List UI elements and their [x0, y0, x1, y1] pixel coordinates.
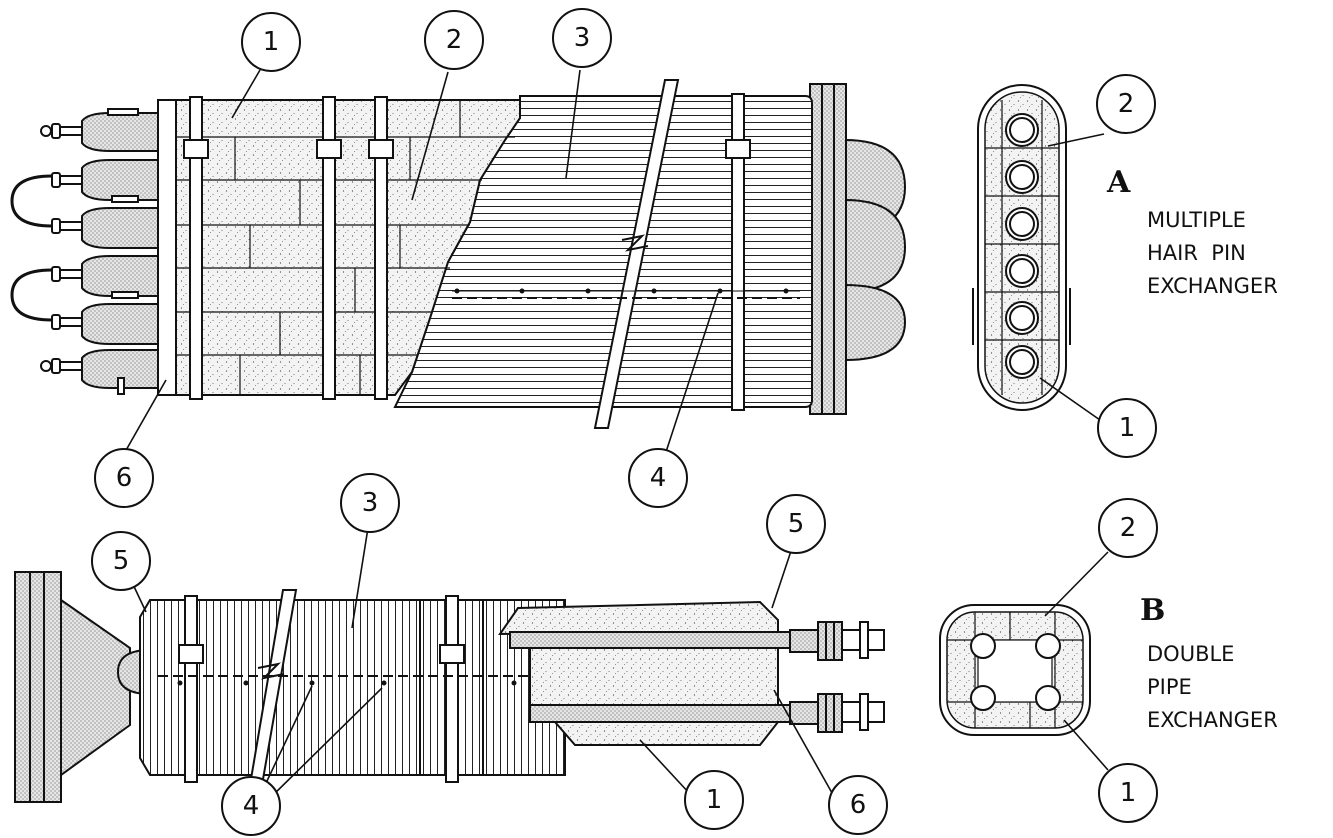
- section-b-letter: B: [1140, 593, 1165, 628]
- section-a-caption-line3: EXCHANGER: [1147, 274, 1278, 298]
- left-flange: [14, 571, 62, 803]
- callout-b5-left: 5: [91, 531, 151, 591]
- callout-a2: 2: [424, 10, 484, 70]
- left-end-plate: [157, 99, 177, 396]
- section-b-caption-line1: DOUBLE: [1147, 642, 1234, 666]
- reducer-cone: [60, 598, 131, 777]
- callout-a4: 4: [628, 448, 688, 508]
- insulation-sleeve-middle: [529, 643, 779, 706]
- securing-bands-lower: [178, 595, 465, 783]
- callout-section-a-2: 2: [1096, 74, 1156, 134]
- callout-b5-right: 5: [766, 494, 826, 554]
- callout-section-b-2: 2: [1098, 498, 1158, 558]
- insulation-sleeve-top: [498, 600, 779, 636]
- svg-text:4: 4: [650, 463, 667, 493]
- svg-text:2: 2: [446, 25, 463, 55]
- callout-section-b-1: 1: [1098, 763, 1158, 823]
- inner-pipes: [509, 631, 796, 723]
- callouts: 1 2 3 4 6 2 1 3 5 5 4 1 6 2 1: [91, 8, 1158, 836]
- insulation-blocks: [169, 99, 521, 396]
- svg-text:6: 6: [850, 790, 867, 820]
- svg-text:3: 3: [362, 488, 379, 518]
- seam-line: [452, 288, 800, 299]
- callout-b6: 6: [828, 775, 888, 835]
- pipe-end-fittings: [789, 621, 885, 733]
- section-a-letter: A: [1106, 165, 1131, 200]
- svg-text:5: 5: [113, 546, 130, 576]
- svg-text:4: 4: [243, 791, 260, 821]
- svg-text:1: 1: [263, 27, 280, 57]
- section-b-caption-line3: EXCHANGER: [1147, 708, 1278, 732]
- callout-section-a-1: 1: [1097, 398, 1157, 458]
- return-bend-domes: [844, 138, 907, 362]
- right-flange: [809, 83, 847, 415]
- securing-bands: [183, 93, 751, 411]
- callout-a6: 6: [94, 448, 154, 508]
- svg-text:2: 2: [1120, 513, 1137, 543]
- hairpin-nozzles: [10, 108, 159, 395]
- svg-text:1: 1: [1119, 413, 1136, 443]
- section-b-label: B DOUBLE PIPE EXCHANGER: [1140, 593, 1278, 732]
- hairpin-exchanger-side-view: [10, 79, 907, 429]
- svg-text:6: 6: [116, 463, 133, 493]
- section-b-caption-line2: PIPE: [1147, 675, 1192, 699]
- callout-b3: 3: [340, 473, 400, 533]
- svg-text:1: 1: [1120, 778, 1137, 808]
- section-a-cross-section: [972, 84, 1071, 411]
- svg-text:2: 2: [1118, 89, 1135, 119]
- svg-text:1: 1: [706, 785, 723, 815]
- svg-text:3: 3: [574, 23, 591, 53]
- break-line: [593, 79, 680, 429]
- section-a-label: A MULTIPLE HAIR PIN EXCHANGER: [1106, 165, 1278, 298]
- callout-a3: 3: [552, 8, 612, 68]
- section-a-caption-line2: HAIR PIN: [1147, 241, 1246, 265]
- section-b-cross-section: [939, 604, 1091, 736]
- callout-a1: 1: [241, 12, 301, 72]
- section-a-caption-line1: MULTIPLE: [1147, 208, 1246, 232]
- callout-b4: 4: [221, 776, 281, 836]
- double-pipe-exchanger-side-view: [14, 571, 885, 803]
- svg-text:5: 5: [788, 509, 805, 539]
- callout-b1: 1: [684, 770, 744, 830]
- insulation-sleeve-bottom: [552, 721, 781, 746]
- seam-line-lower: [158, 675, 530, 686]
